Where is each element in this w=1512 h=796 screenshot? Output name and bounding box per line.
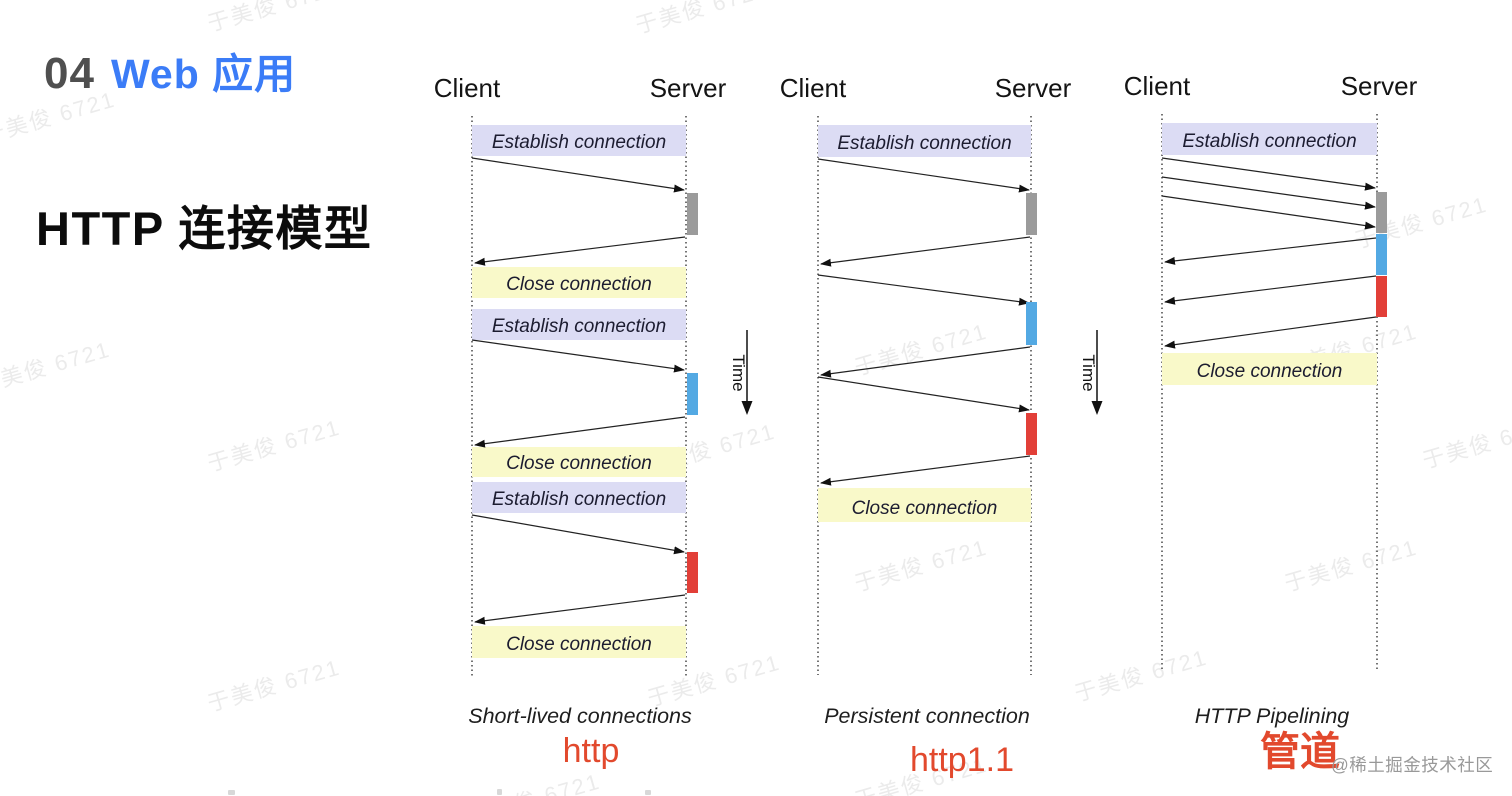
request-arrow [471, 514, 685, 555]
processing-bar-red [687, 552, 698, 593]
time-label: Time [1079, 354, 1098, 391]
time-label: Time [729, 354, 748, 391]
server-label: Server [1341, 71, 1418, 101]
response-arrow [1164, 237, 1377, 265]
establish-connection-band [472, 125, 686, 156]
response-arrow [474, 236, 686, 266]
close-connection-label: Close connection [506, 274, 652, 295]
processing-bar-gray [687, 193, 698, 235]
processing-bar-gray [1376, 192, 1387, 233]
protocol-label: http1.1 [910, 741, 1014, 779]
time-axis: Time [729, 330, 753, 415]
close-connection-label: Close connection [852, 498, 998, 519]
protocol-label: 管道 [1260, 730, 1340, 774]
response-arrow [820, 236, 1031, 267]
diagram-caption: HTTP Pipelining [1195, 704, 1350, 728]
chapter-number: 04 [44, 49, 95, 98]
response-arrow [1164, 316, 1377, 349]
processing-bar-red [1026, 413, 1037, 455]
establish-connection-label: Establish connection [492, 489, 666, 510]
request-arrow [1161, 195, 1376, 230]
close-connection-band [472, 447, 686, 477]
establish-connection-band [1162, 123, 1377, 155]
close-connection-label: Close connection [1197, 361, 1343, 382]
processing-bar-gray [1026, 193, 1037, 235]
request-arrow [1161, 176, 1376, 210]
community-watermark: @稀土掘金技术社区 [1331, 755, 1494, 775]
establish-connection-band [818, 125, 1031, 157]
response-arrow [1164, 275, 1377, 305]
cutoff-text-artifact [645, 790, 651, 795]
time-axis: Time [1079, 330, 1103, 415]
protocol-label: http [563, 732, 620, 770]
response-arrow [474, 416, 686, 448]
close-connection-label: Close connection [506, 453, 652, 474]
chapter-title: Web 应用 [110, 51, 297, 97]
processing-bar-red [1376, 276, 1387, 317]
server-label: Server [650, 73, 727, 103]
request-arrow [471, 339, 685, 373]
request-arrow [1161, 157, 1376, 191]
close-connection-band [472, 626, 686, 658]
client-label: Client [780, 73, 847, 103]
close-connection-band [472, 267, 686, 298]
processing-bar-blue [687, 373, 698, 415]
request-arrow [471, 157, 685, 193]
cutoff-text-artifact [228, 790, 235, 795]
establish-connection-band [472, 309, 686, 340]
diagram-caption: Persistent connection [824, 704, 1030, 728]
server-label: Server [995, 73, 1072, 103]
diagram-caption: Short-lived connections [468, 704, 692, 728]
close-connection-band [818, 488, 1031, 522]
client-label: Client [1124, 71, 1191, 101]
close-connection-band [1162, 353, 1377, 385]
chapter-header: 04 Web 应用 [44, 40, 296, 100]
response-arrow [820, 455, 1031, 486]
processing-bar-blue [1026, 302, 1037, 345]
page-title: HTTP 连接模型 [36, 202, 373, 255]
response-arrow [474, 594, 686, 625]
close-connection-label: Close connection [506, 634, 652, 655]
cutoff-text-artifact [497, 789, 502, 795]
establish-connection-label: Establish connection [837, 133, 1011, 154]
client-label: Client [434, 73, 501, 103]
processing-bar-blue [1376, 234, 1387, 275]
establish-connection-band [472, 482, 686, 513]
establish-connection-label: Establish connection [492, 132, 666, 153]
request-arrow [817, 376, 1030, 413]
establish-connection-label: Establish connection [492, 316, 666, 337]
request-arrow [817, 274, 1030, 306]
request-arrow [817, 158, 1030, 193]
response-arrow [820, 346, 1031, 378]
establish-connection-label: Establish connection [1182, 131, 1356, 152]
